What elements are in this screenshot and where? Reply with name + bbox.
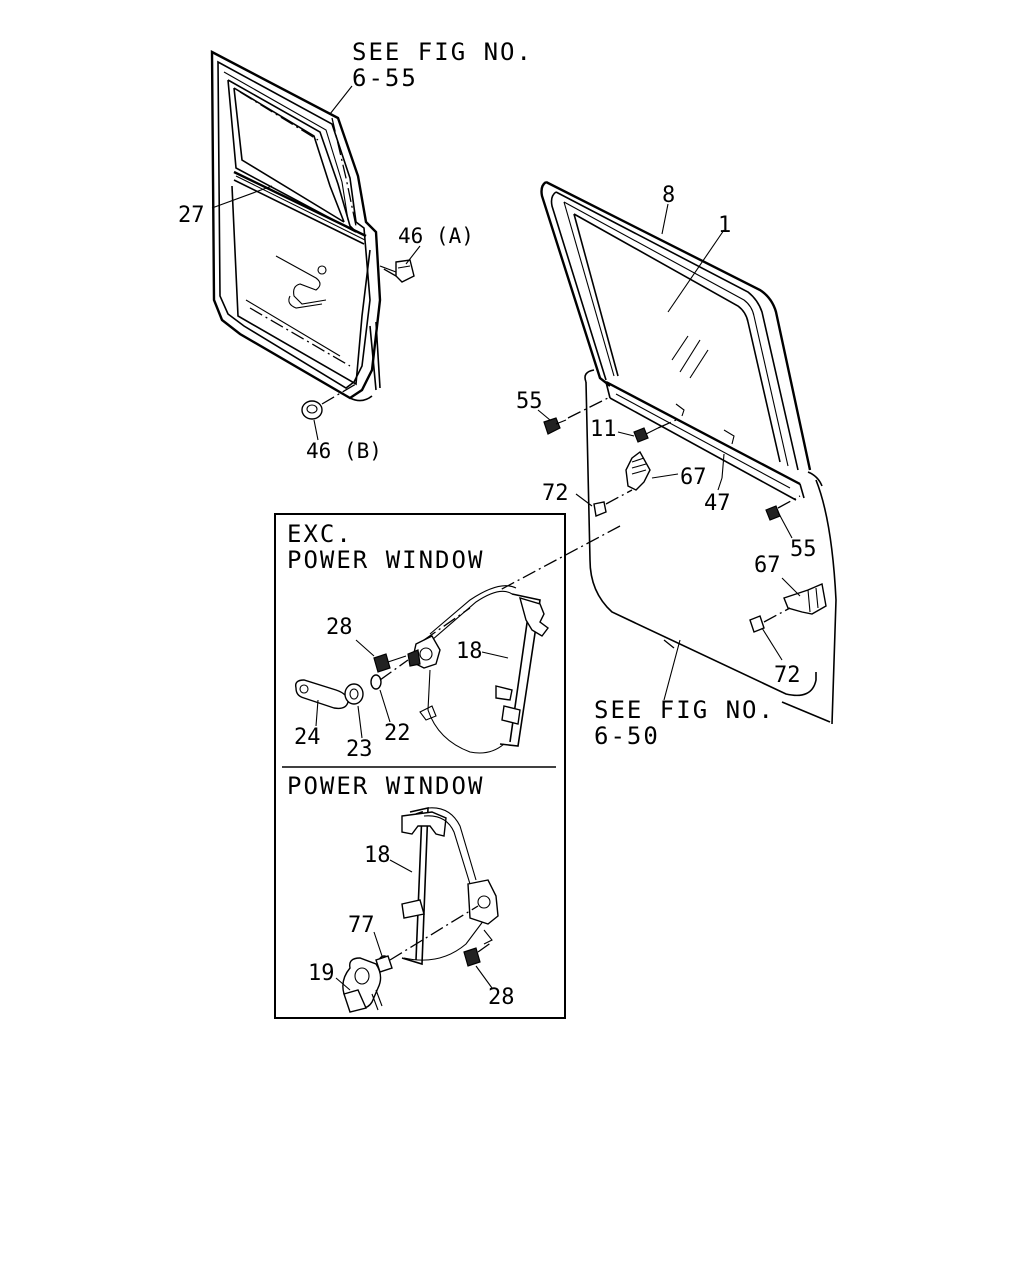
callout-28-power: 28 — [488, 985, 515, 1010]
callout-11: 11 — [590, 417, 617, 442]
window-glass-assembly — [499, 180, 837, 725]
power-regulator — [335, 806, 499, 1013]
door-frame-assembly — [210, 50, 421, 441]
callout-47: 47 — [704, 491, 731, 516]
callout-46b: 46 (B) — [306, 439, 382, 463]
clip-46b-icon — [301, 383, 357, 420]
bolt-55-left-icon — [537, 397, 609, 435]
callout-77: 77 — [348, 913, 375, 938]
callout-55-right: 55 — [790, 537, 817, 562]
bolt-55-right-icon — [765, 495, 801, 539]
callout-18-power: 18 — [364, 843, 391, 868]
callout-46a: 46 (A) — [398, 224, 474, 248]
fig-ref-6-50-line1: SEE FIG NO. — [594, 696, 775, 724]
fig-ref-6-50-line2: 6-50 — [594, 722, 660, 750]
box-title-exc-line2: POWER WINDOW — [287, 546, 484, 574]
screw-72-top-icon — [575, 493, 607, 517]
bolt-11-icon — [617, 419, 677, 443]
callout-28-manual: 28 — [326, 615, 353, 640]
fig-ref-6-55-line2: 6-55 — [352, 64, 418, 92]
fig-ref-6-55-line1: SEE FIG NO. — [352, 38, 533, 66]
bracket-67-bottom-icon — [781, 577, 827, 615]
callout-1: 1 — [718, 213, 731, 238]
callout-67-bottom: 67 — [754, 553, 781, 578]
clip-46a-icon — [379, 259, 415, 283]
callout-8: 8 — [662, 183, 675, 208]
callout-18-manual: 18 — [456, 639, 483, 664]
callout-55-left: 55 — [516, 389, 543, 414]
callout-19: 19 — [308, 961, 335, 986]
callout-27: 27 — [178, 203, 205, 228]
box-title-power-window: POWER WINDOW — [287, 772, 484, 800]
screw-72-bottom-icon — [749, 607, 791, 661]
callout-22: 22 — [384, 721, 411, 746]
bracket-67-top-icon — [605, 450, 679, 505]
manual-regulator — [294, 585, 549, 754]
callout-24: 24 — [294, 725, 321, 750]
regulator-inset-box — [274, 513, 566, 1019]
callout-23: 23 — [346, 737, 373, 762]
callout-67-top: 67 — [680, 465, 707, 490]
callout-72-top: 72 — [542, 481, 569, 506]
callout-72-bottom: 72 — [774, 663, 801, 688]
box-title-exc-line1: EXC. — [287, 520, 353, 548]
